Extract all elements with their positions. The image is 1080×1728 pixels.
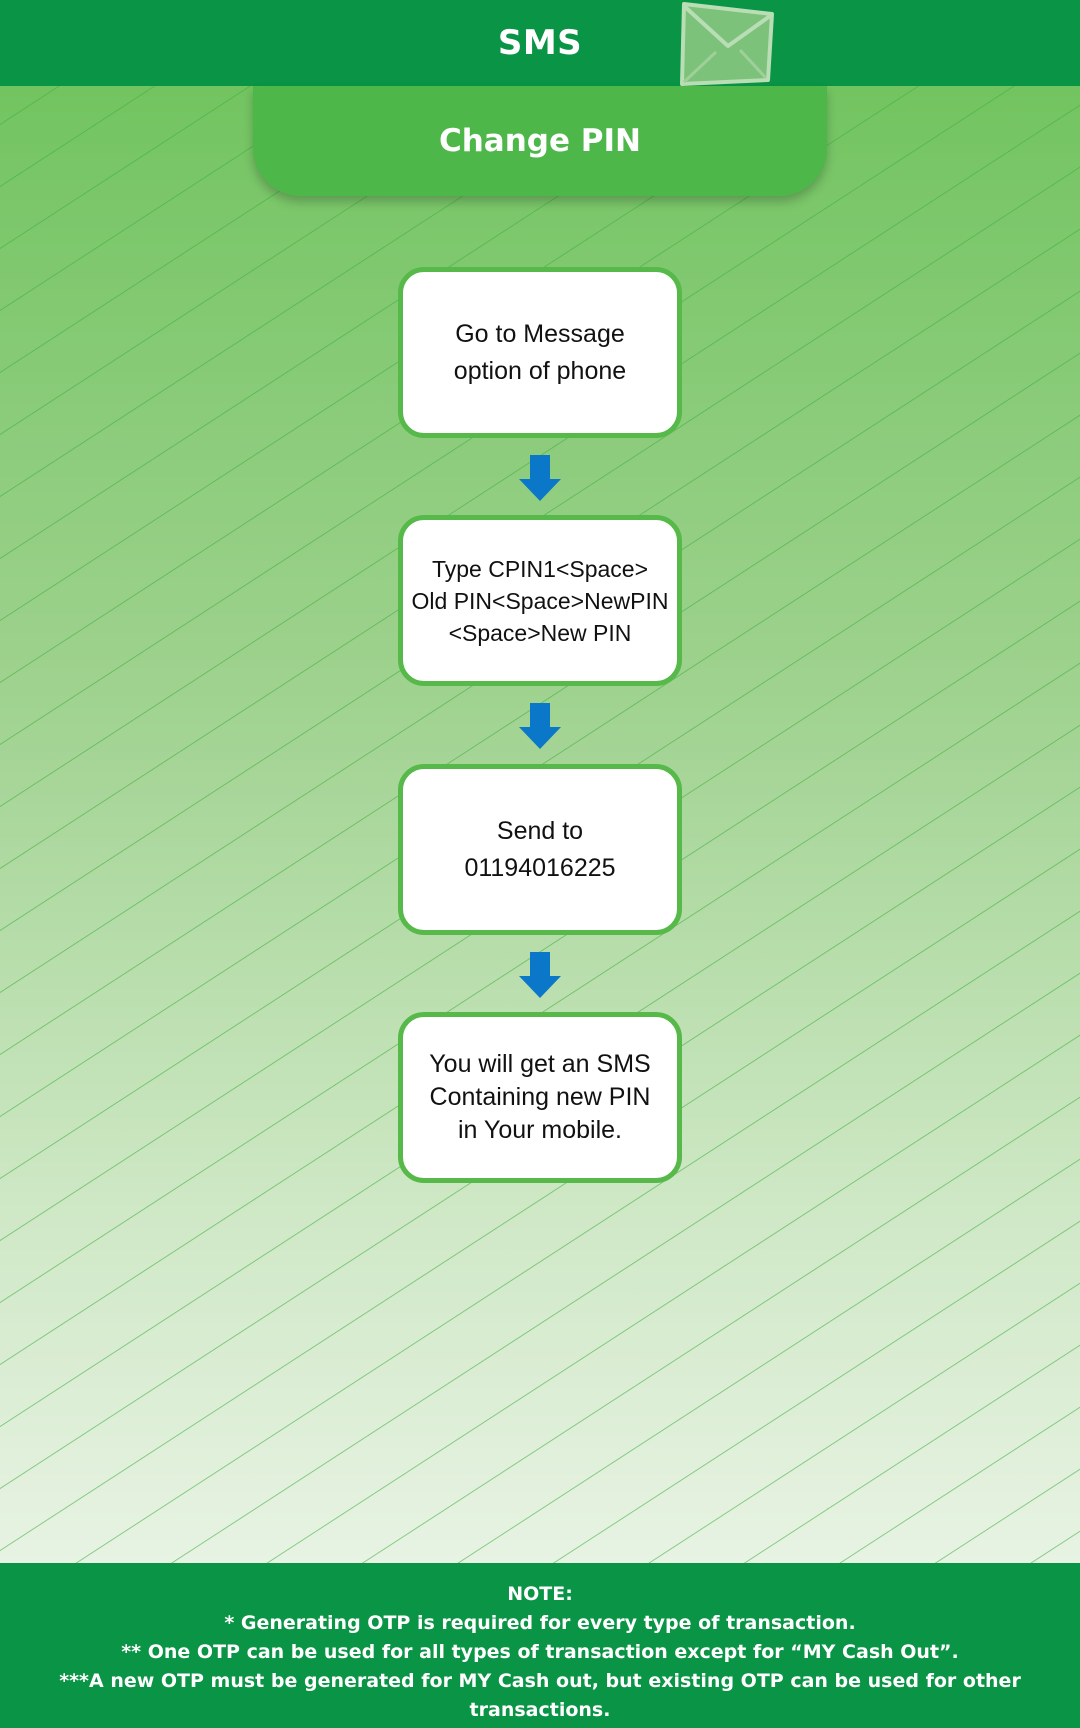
envelope-icon <box>680 2 774 86</box>
step-3-text: Send to 01194016225 <box>464 816 616 882</box>
note-line-1: * Generating OTP is required for every t… <box>224 1612 856 1634</box>
arrow-down-icon <box>519 455 561 501</box>
step-box-4: You will get an SMS Containing new PIN i… <box>398 1012 682 1183</box>
step-box-3: Send to 01194016225 <box>398 764 682 935</box>
step-2-text: Type CPIN1<Space> Old PIN<Space>NewPIN <… <box>411 555 669 646</box>
arrow-down-icon <box>519 952 561 998</box>
header-title: SMS <box>497 23 583 63</box>
note-title: NOTE: <box>507 1583 573 1605</box>
section-tab: Change PIN <box>253 86 827 196</box>
note-footer: NOTE: * Generating OTP is required for e… <box>0 1563 1080 1728</box>
section-title: Change PIN <box>438 123 641 159</box>
step-4-text: You will get an SMS Containing new PIN i… <box>429 1050 651 1144</box>
note-line-2: ** One OTP can be used for all types of … <box>121 1641 959 1663</box>
header-bar: SMS <box>0 0 1080 86</box>
step-box-2: Type CPIN1<Space> Old PIN<Space>NewPIN <… <box>398 515 682 686</box>
note-line-3: ***A new OTP must be generated for MY Ca… <box>59 1670 1021 1721</box>
step-box-1: Go to Message option of phone <box>398 267 682 438</box>
arrow-down-icon <box>519 703 561 749</box>
step-1-text: Go to Message option of phone <box>453 319 627 385</box>
